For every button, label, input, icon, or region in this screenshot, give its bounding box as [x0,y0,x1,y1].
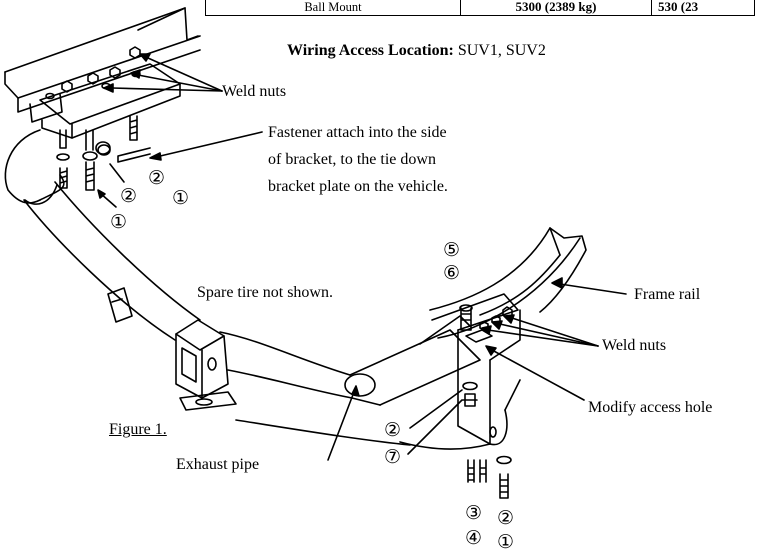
right-leaders [407,277,627,455]
weld-nuts-right-label: Weld nuts [602,337,667,354]
wiring-access-value: SUV1, SUV2 [457,42,546,59]
part-number-3-bottom: ③ [465,502,483,524]
part-number-1-mid: ① [172,187,190,209]
spare-tire-note: Spare tire not shown. [197,284,333,301]
bolts-right-lower [462,381,512,499]
part-number-6-right: ⑥ [443,262,461,284]
weld-nuts-top-label: Weld nuts [222,83,287,100]
frame-rail-label: Frame rail [634,286,701,303]
fastener-leader-line [155,131,263,158]
wiring-access-text: Wiring Access Location: SUV1, SUV2 [287,41,546,60]
fastener-leader-arrow [149,152,162,161]
figure-caption: Figure 1. [109,421,167,438]
modify-access-hole-label: Modify access hole [588,399,713,416]
right-bracket [399,293,521,450]
exhaust-pipe-label: Exhaust pipe [176,456,260,473]
weld-nuts-top-leaders [103,53,223,93]
part-number-7-lower: ⑦ [384,446,402,468]
part-number-1-bottom-right: ① [497,531,515,553]
fastener-label-line3: bracket plate on the vehicle. [268,178,448,195]
table-cell-tongue: 530 (23 [651,0,755,16]
hitch-main-bar [219,315,481,446]
bolts-top-left [56,115,151,191]
hitch-crossbar [4,129,201,341]
part-number-2-lower: ② [384,419,402,441]
exhaust-pipe-leader [327,391,355,461]
wiring-access-label: Wiring Access Location: [287,42,454,59]
left-frame-bracket [4,7,201,139]
part-number-2-left: ② [120,185,138,207]
safety-chain-plate [107,287,133,323]
table-cell-capacity: 5300 (2389 kg) [460,0,652,16]
part-number-5-right: ⑤ [443,239,461,261]
part-number-1-left: ① [110,211,128,233]
receiver-tube [175,319,237,411]
fastener-label-line1: Fastener attach into the side [268,124,447,141]
part-number-2-bottom-right: ② [497,507,515,529]
bolt-right-top [459,304,473,331]
spec-table: Ball Mount 5300 (2389 kg) 530 (23 [205,0,755,16]
right-frame-rail [429,227,587,339]
part-number-2-mid: ② [148,167,166,189]
fastener-label-line2: of bracket, to the tie down [268,151,436,168]
table-cell-row-label: Ball Mount [205,0,461,16]
part-2-left-leader [109,163,125,183]
part-number-4-bottom: ④ [465,527,483,549]
table-row: Ball Mount 5300 (2389 kg) 530 (23 [205,0,755,16]
